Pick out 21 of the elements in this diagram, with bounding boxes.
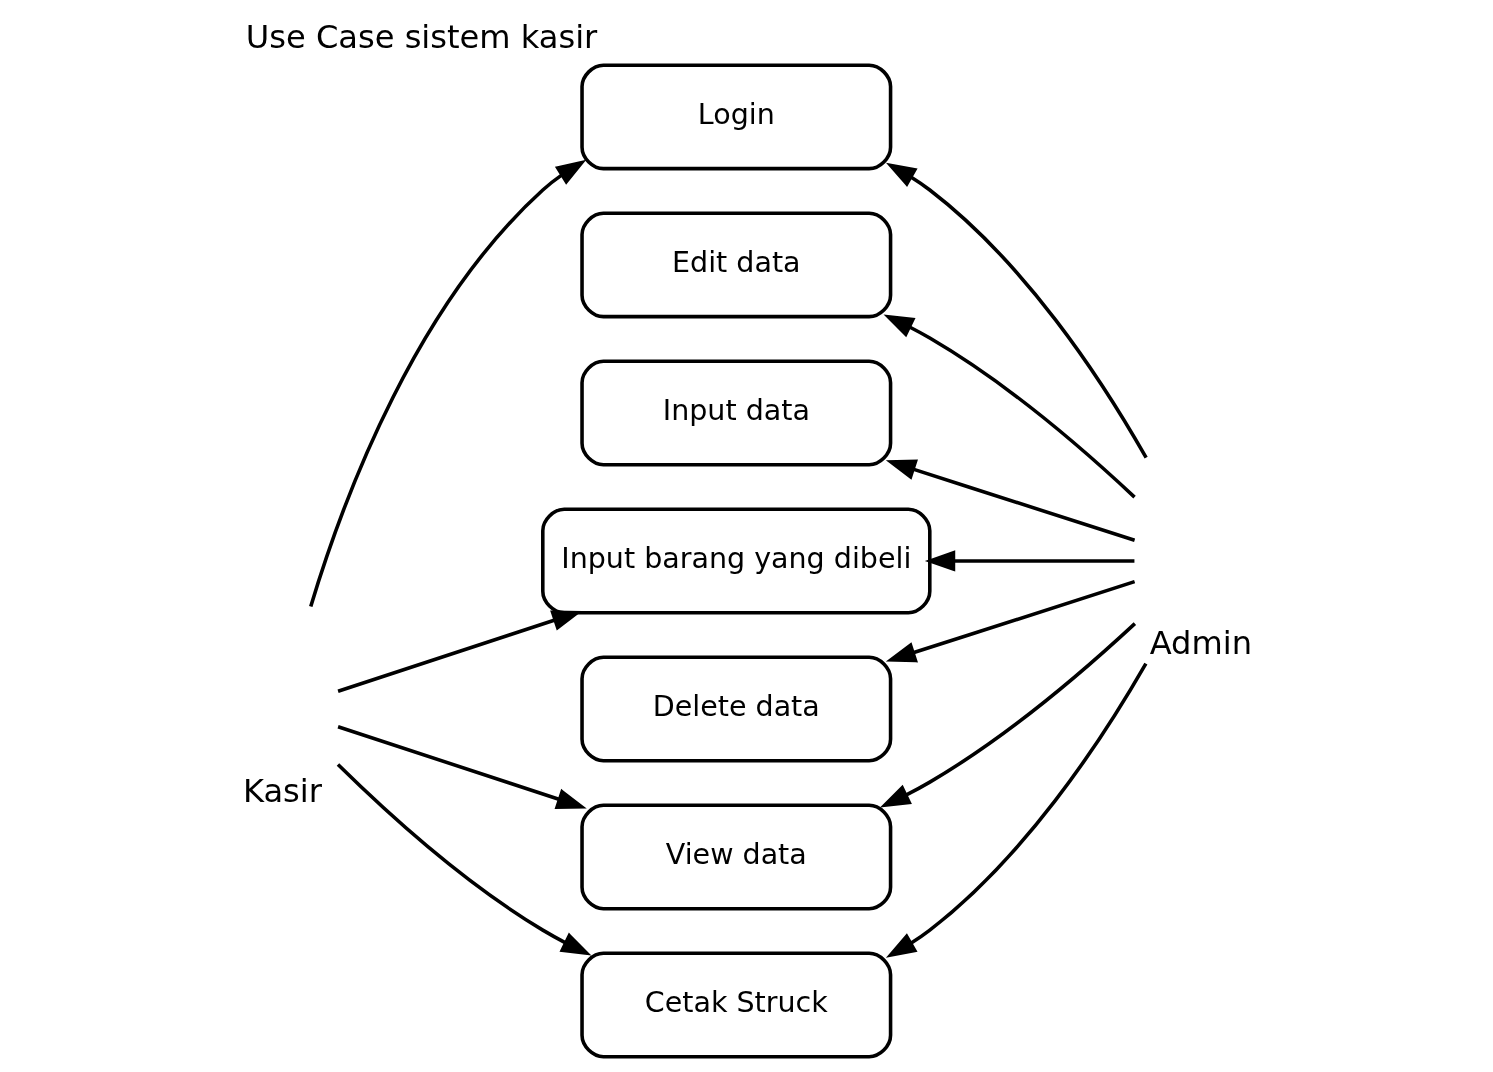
arrow bbox=[308, 159, 586, 607]
node-box: View data bbox=[579, 803, 892, 911]
node-text: Admin bbox=[1149, 623, 1252, 662]
arrow bbox=[924, 550, 1134, 572]
arrow bbox=[336, 763, 591, 956]
node-text: Kasir bbox=[242, 771, 322, 810]
arrow bbox=[885, 459, 1135, 542]
arrow bbox=[883, 314, 1136, 499]
arrow bbox=[885, 662, 1147, 958]
node-box: Cetak Struck bbox=[579, 951, 892, 1059]
node-box: Input barang yang dibeli bbox=[540, 507, 932, 615]
node-box: Delete data bbox=[579, 655, 892, 763]
arrow bbox=[879, 622, 1136, 808]
node-box: Login bbox=[579, 63, 892, 171]
arrow bbox=[337, 610, 582, 693]
arrow bbox=[337, 725, 587, 810]
arrow bbox=[885, 162, 1148, 459]
node-box: Input data bbox=[579, 359, 892, 467]
node-box: Edit data bbox=[579, 211, 892, 319]
arrow bbox=[885, 579, 1135, 663]
diagram-title: Use Case sistem kasir bbox=[245, 18, 597, 57]
